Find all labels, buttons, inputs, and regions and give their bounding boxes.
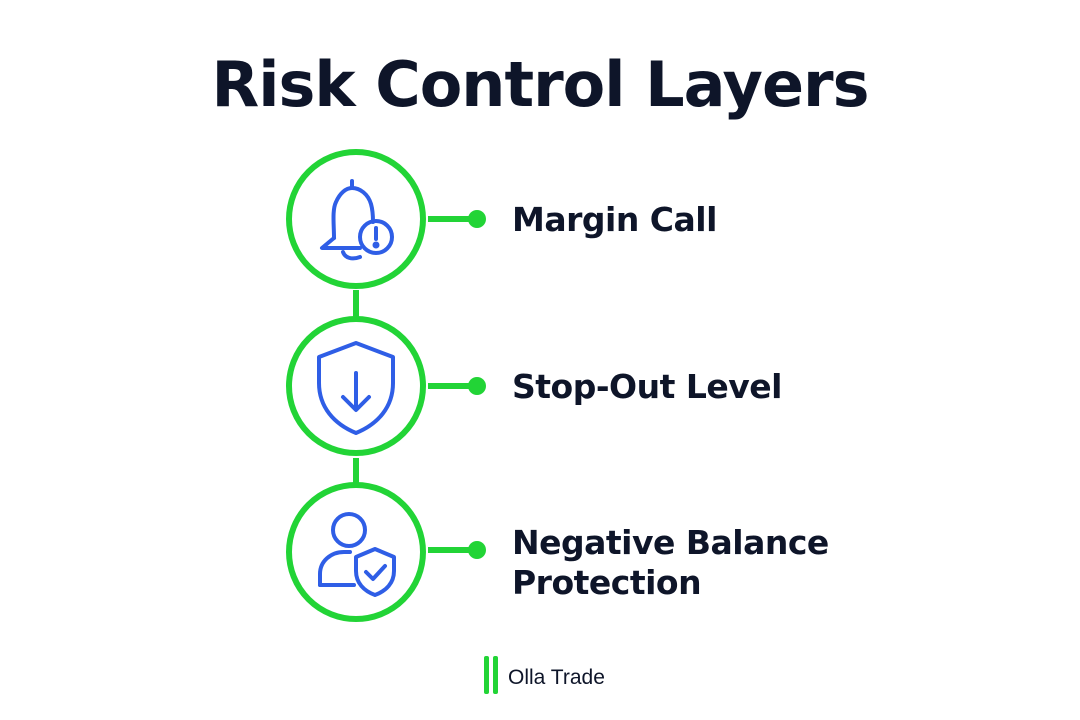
page-title: Risk Control Layers xyxy=(211,48,870,121)
layer-label-negative-balance-protection: Negative Balance Protection xyxy=(512,523,852,603)
layer-node-3 xyxy=(286,482,426,622)
double-bar-logo-icon xyxy=(484,656,498,694)
bell-alert-icon xyxy=(320,179,394,261)
layer-label-line-2: Protection xyxy=(512,563,702,602)
branch-dot-1 xyxy=(468,210,486,228)
brand-name: Olla Trade xyxy=(508,666,605,689)
layer-label-margin-call: Margin Call xyxy=(512,200,717,239)
layer-label-stop-out-level: Stop-Out Level xyxy=(512,367,782,406)
user-shield-check-icon xyxy=(318,512,396,597)
layer-label-line-1: Negative Balance xyxy=(512,523,829,562)
branch-dot-3 xyxy=(468,541,486,559)
branch-dot-2 xyxy=(468,377,486,395)
logo-bar-right xyxy=(493,656,498,694)
layer-node-2 xyxy=(286,316,426,456)
layer-node-1 xyxy=(286,149,426,289)
brand-footer: Olla Trade xyxy=(484,656,605,694)
logo-bar-left xyxy=(484,656,489,694)
shield-down-arrow-icon xyxy=(317,341,395,435)
